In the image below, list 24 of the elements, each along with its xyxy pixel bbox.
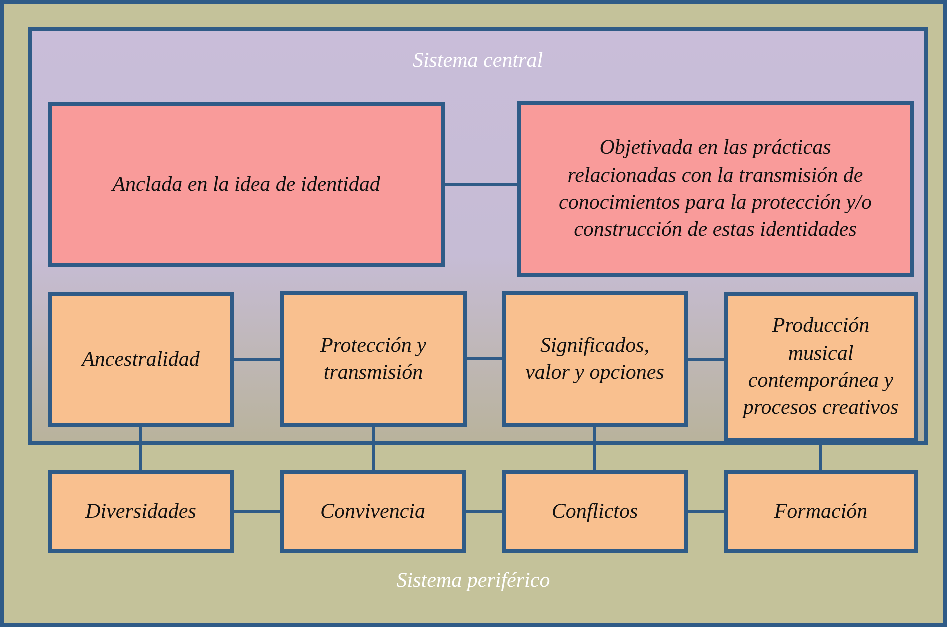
central-system-panel bbox=[28, 27, 928, 445]
concept-box: Objetivada en las prácticas relacionadas con la transmisión de conocimientos para la protección y/o construcción de estas identidades bbox=[517, 101, 914, 277]
concept-box: Conflictos bbox=[502, 470, 688, 553]
connector-line bbox=[466, 510, 502, 514]
concept-box: Ancestralidad bbox=[48, 292, 234, 427]
connector-line bbox=[467, 358, 502, 360]
connector-line bbox=[594, 427, 596, 470]
connector-line bbox=[688, 510, 724, 514]
panel-title: Sistema periférico bbox=[396, 567, 550, 594]
connector-line bbox=[140, 427, 142, 470]
concept-box: Formación bbox=[724, 470, 918, 553]
concept-box: Significados, valor y opciones bbox=[502, 291, 688, 427]
connector-line bbox=[234, 510, 280, 514]
concept-box: Diversidades bbox=[48, 470, 234, 553]
connector-line bbox=[688, 358, 724, 362]
connector-line bbox=[234, 358, 280, 362]
concept-box: Producción musical contemporánea y procesos creativos bbox=[724, 292, 918, 442]
connector-line bbox=[445, 184, 517, 186]
concept-box: Protección y transmisión bbox=[280, 291, 467, 427]
panel-title: Sistema central bbox=[412, 47, 544, 74]
concept-box: Convivencia bbox=[280, 470, 466, 553]
connector-line bbox=[372, 427, 376, 470]
connector-line bbox=[820, 442, 822, 470]
concept-box: Anclada en la idea de identidad bbox=[48, 102, 445, 267]
